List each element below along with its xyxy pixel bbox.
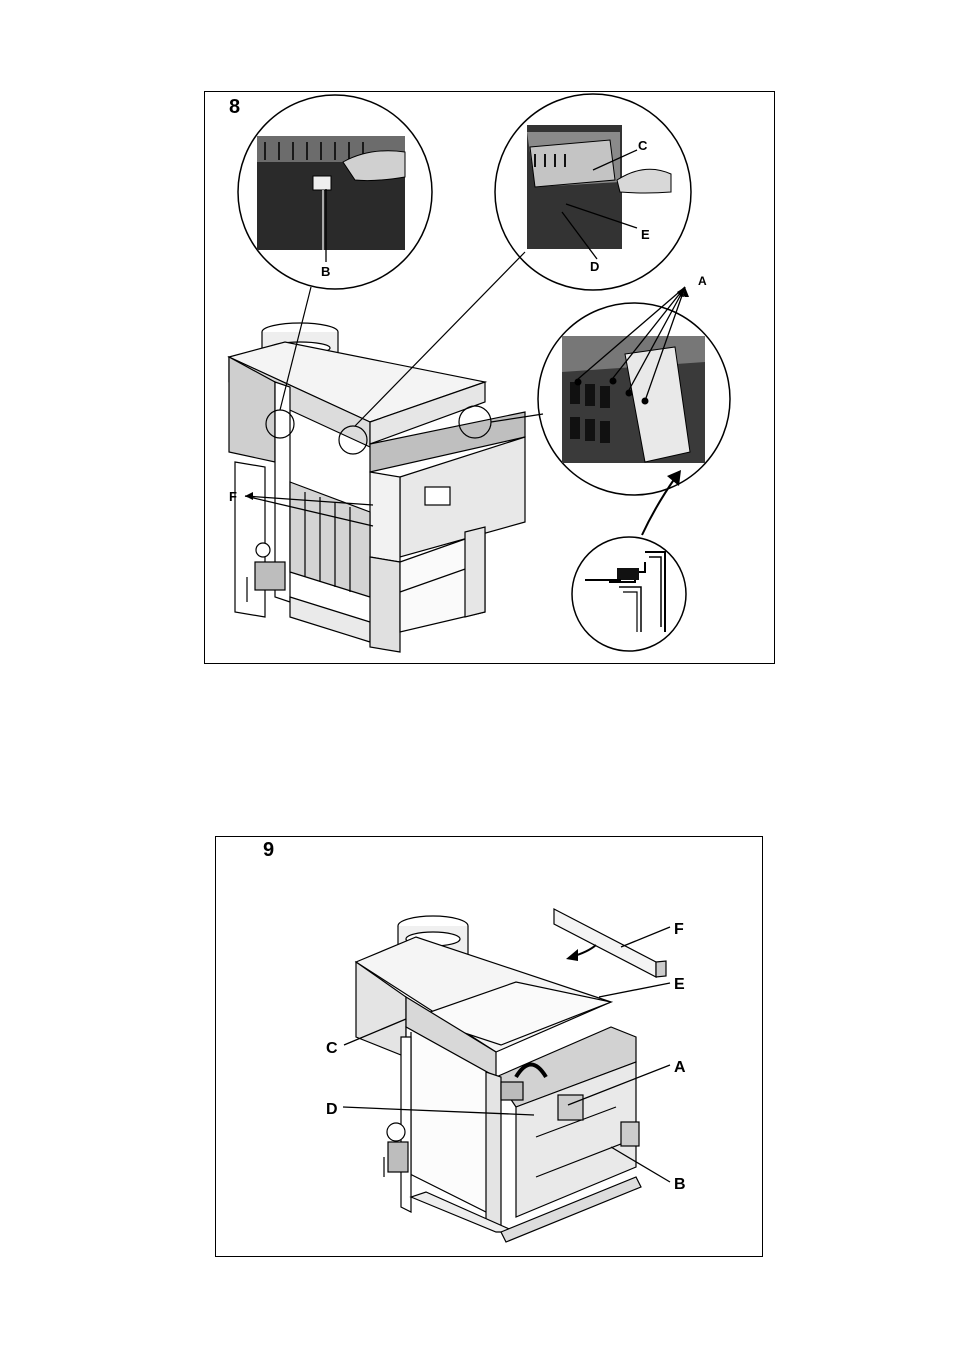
- detail-a-zoom-circle: [538, 303, 730, 495]
- label-e: E: [674, 976, 685, 993]
- label-f: F: [674, 921, 684, 938]
- figure-9-drawing: F E C A D B: [216, 837, 762, 1256]
- boiler-illustration: [356, 909, 666, 1242]
- label-b: B: [674, 1176, 686, 1193]
- figure-9: 9: [215, 836, 763, 1257]
- section-detail-circle: [572, 537, 686, 651]
- detail-b-zoom-circle: [238, 95, 432, 289]
- label-d: D: [326, 1101, 338, 1118]
- boiler-illustration: [229, 323, 525, 652]
- label-e: E: [641, 227, 650, 242]
- figure-8: 8: [204, 91, 775, 664]
- figure-8-drawing: B C E D A F: [205, 92, 774, 663]
- label-a: A: [674, 1059, 686, 1076]
- label-c: C: [326, 1040, 338, 1057]
- label-b: B: [321, 264, 330, 279]
- label-c: C: [638, 138, 648, 153]
- label-d: D: [590, 259, 599, 274]
- label-a: A: [698, 274, 707, 288]
- label-f: F: [229, 489, 237, 504]
